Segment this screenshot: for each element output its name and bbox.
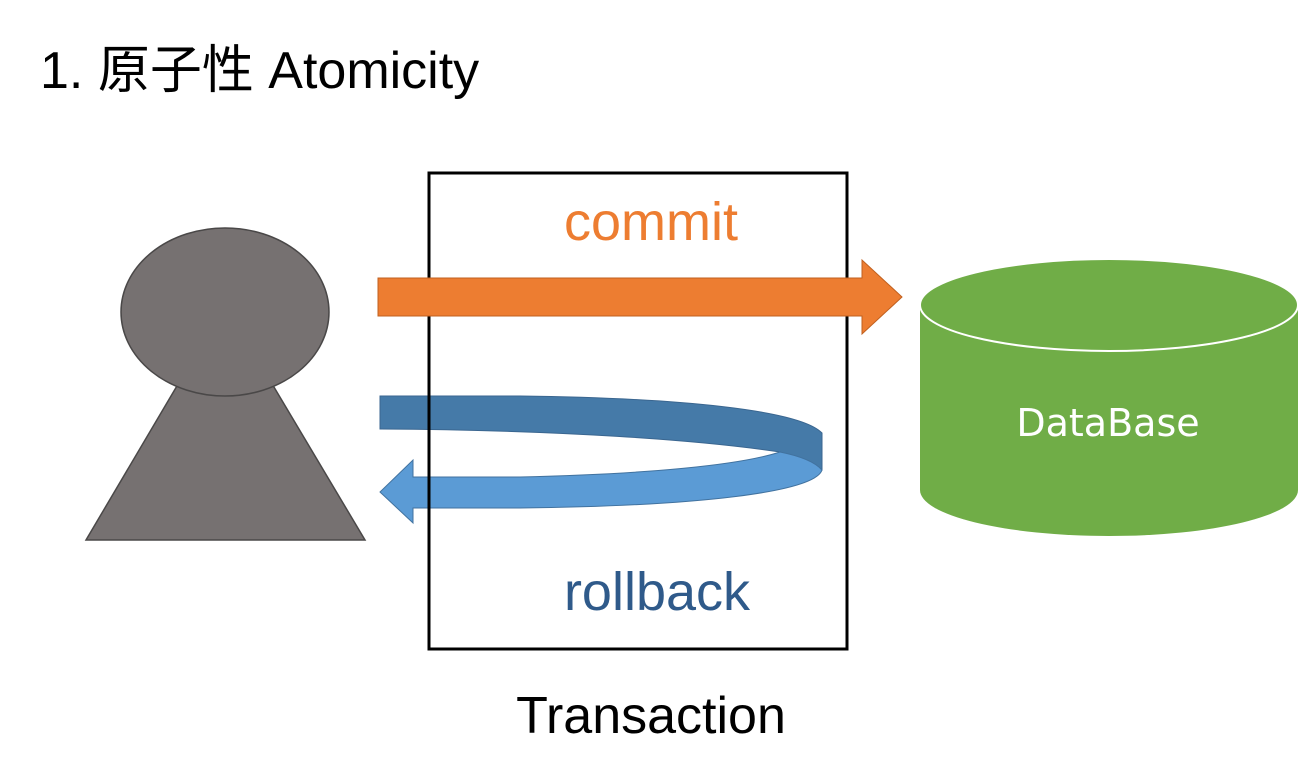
rollback-arrow-front [379,451,823,525]
database-top [919,258,1299,352]
user-figure-icon [84,227,367,541]
commit-label: commit [564,192,738,252]
database-label: DataBase [1016,401,1199,445]
rollback-label: rollback [564,562,751,622]
transaction-label: Transaction [516,687,786,745]
rollback-arrow [379,395,823,525]
database-body [920,305,1298,536]
database-icon: DataBase [919,258,1299,536]
commit-arrow [377,258,903,336]
slide-title: 1. 原子性 Atomicity [40,42,479,100]
person-head [120,227,330,397]
